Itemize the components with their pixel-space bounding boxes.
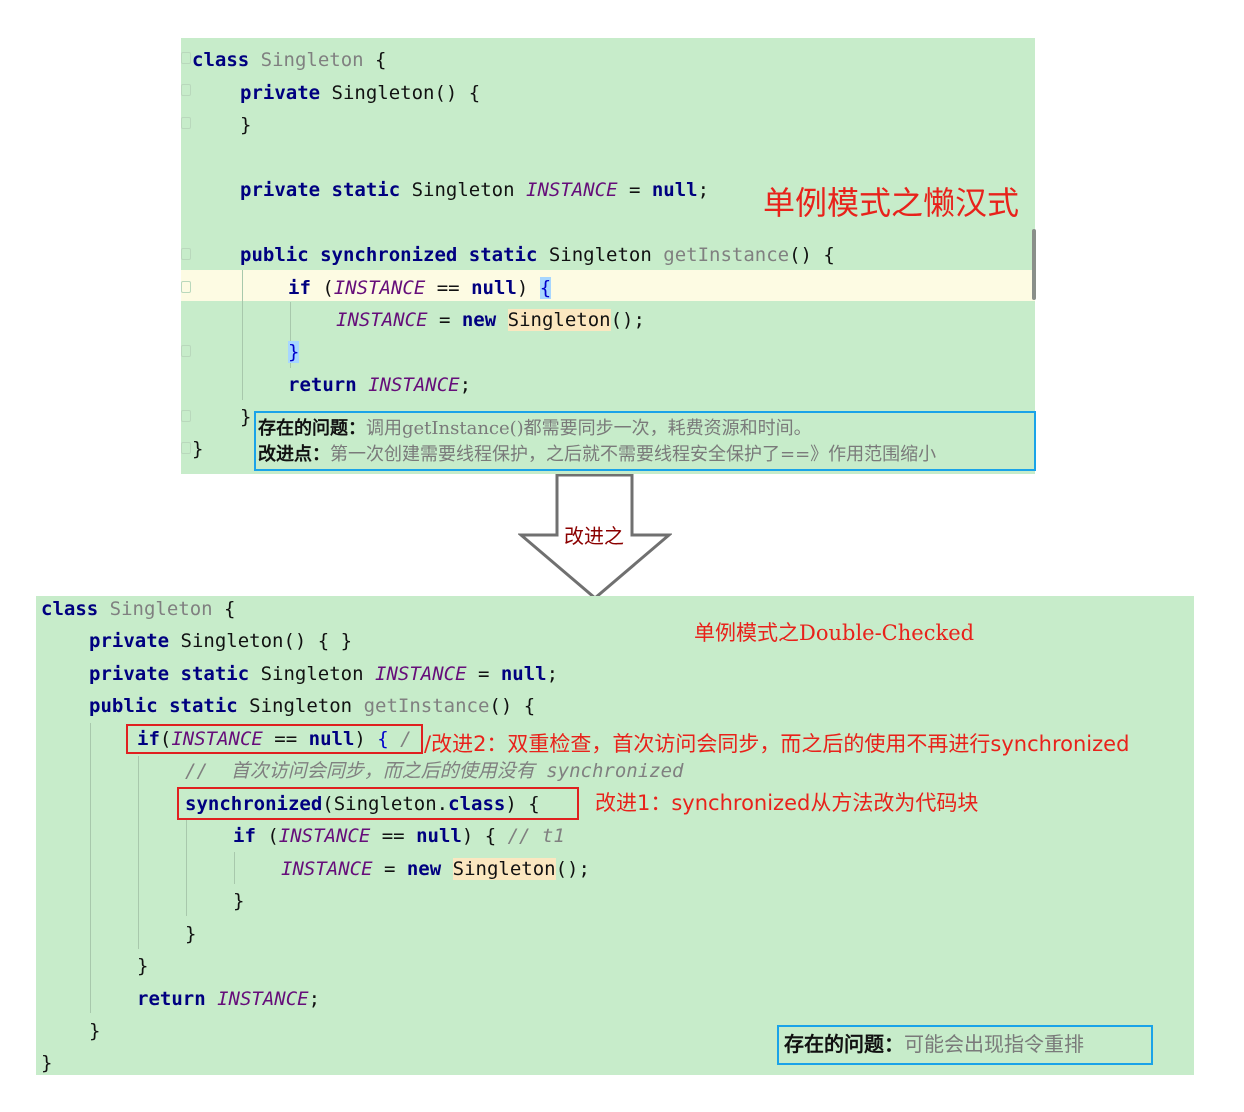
code-line-constructor: private Singleton() {	[240, 82, 481, 104]
code-panel-double-checked: class Singleton { private Singleton() { …	[36, 596, 1194, 1075]
code-line-assign: INSTANCE = new Singleton();	[281, 858, 590, 880]
code-line-inner-if: if (INSTANCE == null) { // t1	[233, 825, 565, 847]
down-arrow-icon	[518, 474, 672, 600]
code-line-if-close: }	[288, 341, 300, 363]
code-line-return: return INSTANCE;	[288, 374, 472, 396]
indent-guide	[290, 302, 291, 368]
code-line-class-decl: class Singleton {	[41, 598, 236, 620]
current-line-highlight	[181, 270, 1035, 301]
problem-box-lazy	[254, 411, 1036, 471]
indent-guide	[138, 756, 139, 949]
improve2-note: /改进2：双重检查，首次访问会同步，而之后的使用不再进行synchronized	[424, 732, 1130, 756]
fold-marker-icon	[181, 84, 191, 96]
fold-marker-icon	[181, 52, 191, 64]
code-line-assign: INSTANCE = new Singleton();	[336, 309, 645, 331]
code-line-if-check: if (INSTANCE == null) {	[288, 277, 552, 299]
synchronized-highlight-box	[177, 787, 579, 820]
fold-marker-icon	[181, 281, 191, 293]
code-line-method-decl: public synchronized static Singleton get…	[240, 244, 835, 266]
code-line-close-outer-if: }	[137, 955, 149, 977]
arrow-label: 改进之	[564, 524, 624, 548]
indent-guide	[186, 820, 187, 916]
double-checked-title: 单例模式之Double-Checked	[694, 621, 975, 645]
code-panel-lazy: class Singleton { private Singleton() { …	[181, 38, 1035, 474]
fold-marker-icon	[181, 410, 191, 422]
code-line-class-decl: class Singleton {	[192, 49, 387, 71]
fold-marker-icon	[181, 442, 191, 454]
problem-note-lazy: 存在的问题：调用getInstance()都需要同步一次，耗费资源和时间。	[258, 418, 812, 439]
fold-marker-icon	[181, 248, 191, 260]
problem-box-double-checked	[777, 1025, 1153, 1065]
outer-if-highlight-box	[126, 724, 423, 754]
scrollbar[interactable]	[1032, 229, 1036, 300]
code-line-field-decl: private static Singleton INSTANCE = null…	[89, 663, 559, 685]
code-line-method-close: }	[240, 406, 252, 428]
code-line-field-decl: private static Singleton INSTANCE = null…	[240, 179, 710, 201]
code-line-method-close: }	[89, 1020, 101, 1042]
code-line-return: return INSTANCE;	[137, 988, 321, 1010]
code-line-close-sync: }	[185, 923, 197, 945]
fold-marker-icon	[181, 117, 191, 129]
code-line-method-decl: public static Singleton getInstance() {	[89, 695, 536, 717]
code-line-close-inner-if: }	[233, 890, 245, 912]
fold-marker-icon	[181, 345, 191, 357]
code-line-class-close: }	[41, 1052, 53, 1074]
improve1-note: 改进1：synchronized从方法改为代码块	[595, 791, 979, 815]
lazy-title: 单例模式之懒汉式	[763, 184, 1020, 222]
code-line-outer-if: if(INSTANCE == null) { /	[137, 728, 412, 750]
indent-guide	[242, 270, 243, 400]
code-line-comment: // 首次访问会同步，而之后的使用没有 synchronized	[185, 760, 684, 782]
indent-guide	[234, 852, 235, 884]
code-line-class-close: }	[192, 438, 204, 460]
code-line-constructor: private Singleton() { }	[89, 630, 353, 652]
improve-note-lazy: 改进点：第一次创建需要线程保护，之后就不需要线程安全保护了==》作用范围缩小	[258, 444, 937, 465]
code-line-constructor-close: }	[240, 114, 252, 136]
code-line-synchronized: synchronized(Singleton.class) {	[185, 793, 540, 815]
problem-note-double-checked: 存在的问题：可能会出现指令重排	[784, 1032, 1084, 1056]
indent-guide	[90, 723, 91, 1013]
